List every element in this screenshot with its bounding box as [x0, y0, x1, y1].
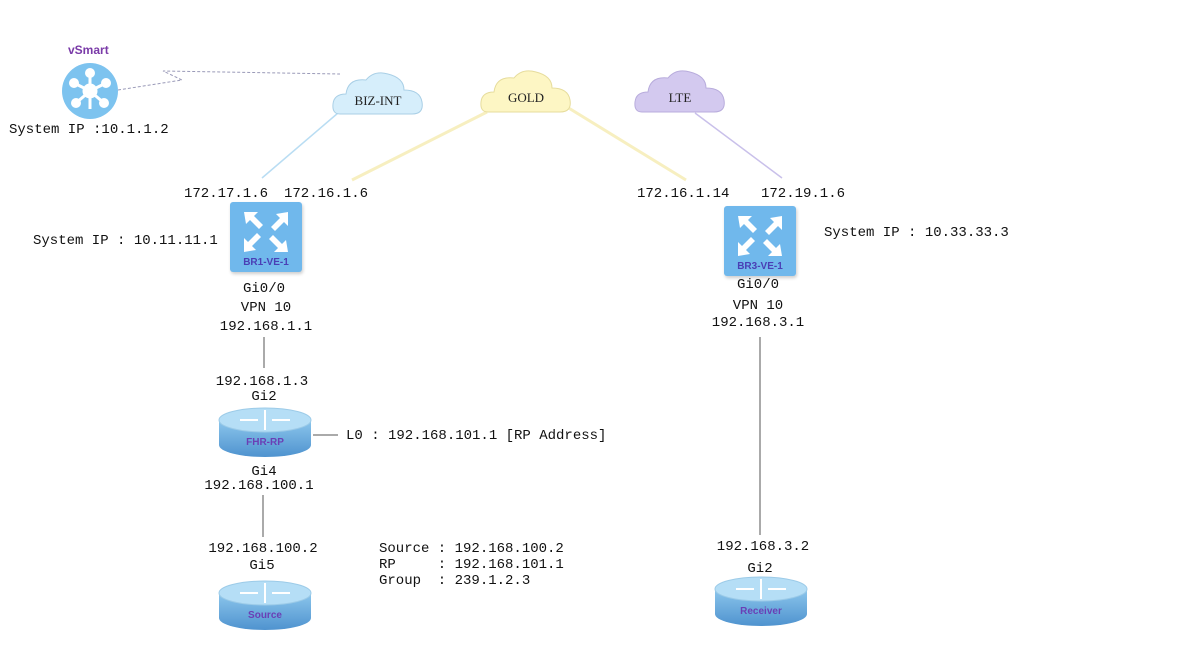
cloud-label: LTE	[668, 90, 692, 105]
fhr-down-if: Gi4	[251, 464, 277, 480]
cloud-icon	[634, 70, 725, 113]
router-arrows-icon	[244, 212, 288, 252]
vsmart-system-ip: System IP :10.1.1.2	[9, 122, 169, 138]
cloud-lte[interactable]: LTE	[632, 68, 728, 116]
receiver-if: Gi2	[747, 561, 773, 577]
br1-wan-ip-gold: 172.16.1.6	[284, 186, 369, 202]
br3-wan-ip-lte: 172.19.1.6	[761, 186, 846, 202]
vsmart-icon[interactable]	[62, 63, 118, 119]
br1-lan-ip: 192.168.1.1	[219, 319, 313, 335]
router-cylinder-icon	[714, 576, 808, 626]
fhr-up-ip: 192.168.1.3	[215, 374, 309, 390]
mcast-source: Source : 192.168.100.2	[379, 541, 564, 557]
br3-vpn: VPN 10	[732, 298, 784, 314]
source-if: Gi5	[249, 558, 275, 574]
receiver-router[interactable]: Receiver	[714, 576, 808, 626]
cloud-label: BIZ-INT	[354, 93, 402, 108]
receiver-name: Receiver	[740, 606, 782, 617]
br1-lan-if: Gi0/0	[242, 281, 286, 297]
link-br1-biz	[261, 112, 339, 179]
fhr-router[interactable]: FHR-RP	[218, 407, 312, 457]
source-name: Source	[248, 610, 282, 621]
link-br3-gold	[566, 105, 687, 182]
receiver-ip: 192.168.3.2	[716, 539, 810, 555]
cloud-gold[interactable]: GOLD	[478, 68, 574, 116]
router-cylinder-icon	[218, 407, 312, 457]
mcast-rp: RP : 192.168.101.1	[379, 557, 564, 573]
br1-system-ip: System IP : 10.11.11.1	[33, 233, 218, 249]
control-link-vsmart	[117, 70, 341, 91]
vsmart-title: vSmart	[68, 43, 109, 57]
br3-system-ip: System IP : 10.33.33.3	[824, 225, 1009, 241]
router-arrows-icon	[738, 216, 782, 256]
link-br3-lte	[694, 112, 783, 179]
hub-icon	[69, 68, 111, 109]
br3-wan-ip-gold: 172.16.1.14	[637, 186, 730, 202]
br3-name: BR3-VE-1	[737, 261, 783, 272]
fhr-up-if: Gi2	[251, 389, 277, 405]
source-router[interactable]: Source	[218, 580, 312, 630]
br3-router[interactable]: BR3-VE-1	[724, 206, 796, 276]
cloud-label: GOLD	[507, 90, 545, 105]
link-br1-gold	[351, 110, 488, 182]
br3-lan-if: Gi0/0	[736, 277, 780, 293]
br1-vpn: VPN 10	[240, 300, 292, 316]
cloud-biz-int[interactable]: BIZ-INT	[330, 68, 426, 118]
cloud-icon	[332, 72, 423, 115]
fhr-loopback: L0 : 192.168.101.1 [RP Address]	[346, 428, 607, 444]
mcast-group: Group : 239.1.2.3	[379, 573, 531, 589]
br3-lan-ip: 192.168.3.1	[711, 315, 805, 331]
cloud-icon	[480, 70, 571, 113]
br1-name: BR1-VE-1	[243, 257, 289, 268]
br1-wan-ip-biz: 172.17.1.6	[184, 186, 269, 202]
router-cylinder-icon	[218, 580, 312, 630]
fhr-down-ip: 192.168.100.1	[204, 478, 314, 494]
br1-router[interactable]: BR1-VE-1	[230, 202, 302, 272]
fhr-name: FHR-RP	[246, 437, 284, 448]
source-ip: 192.168.100.2	[208, 541, 318, 557]
